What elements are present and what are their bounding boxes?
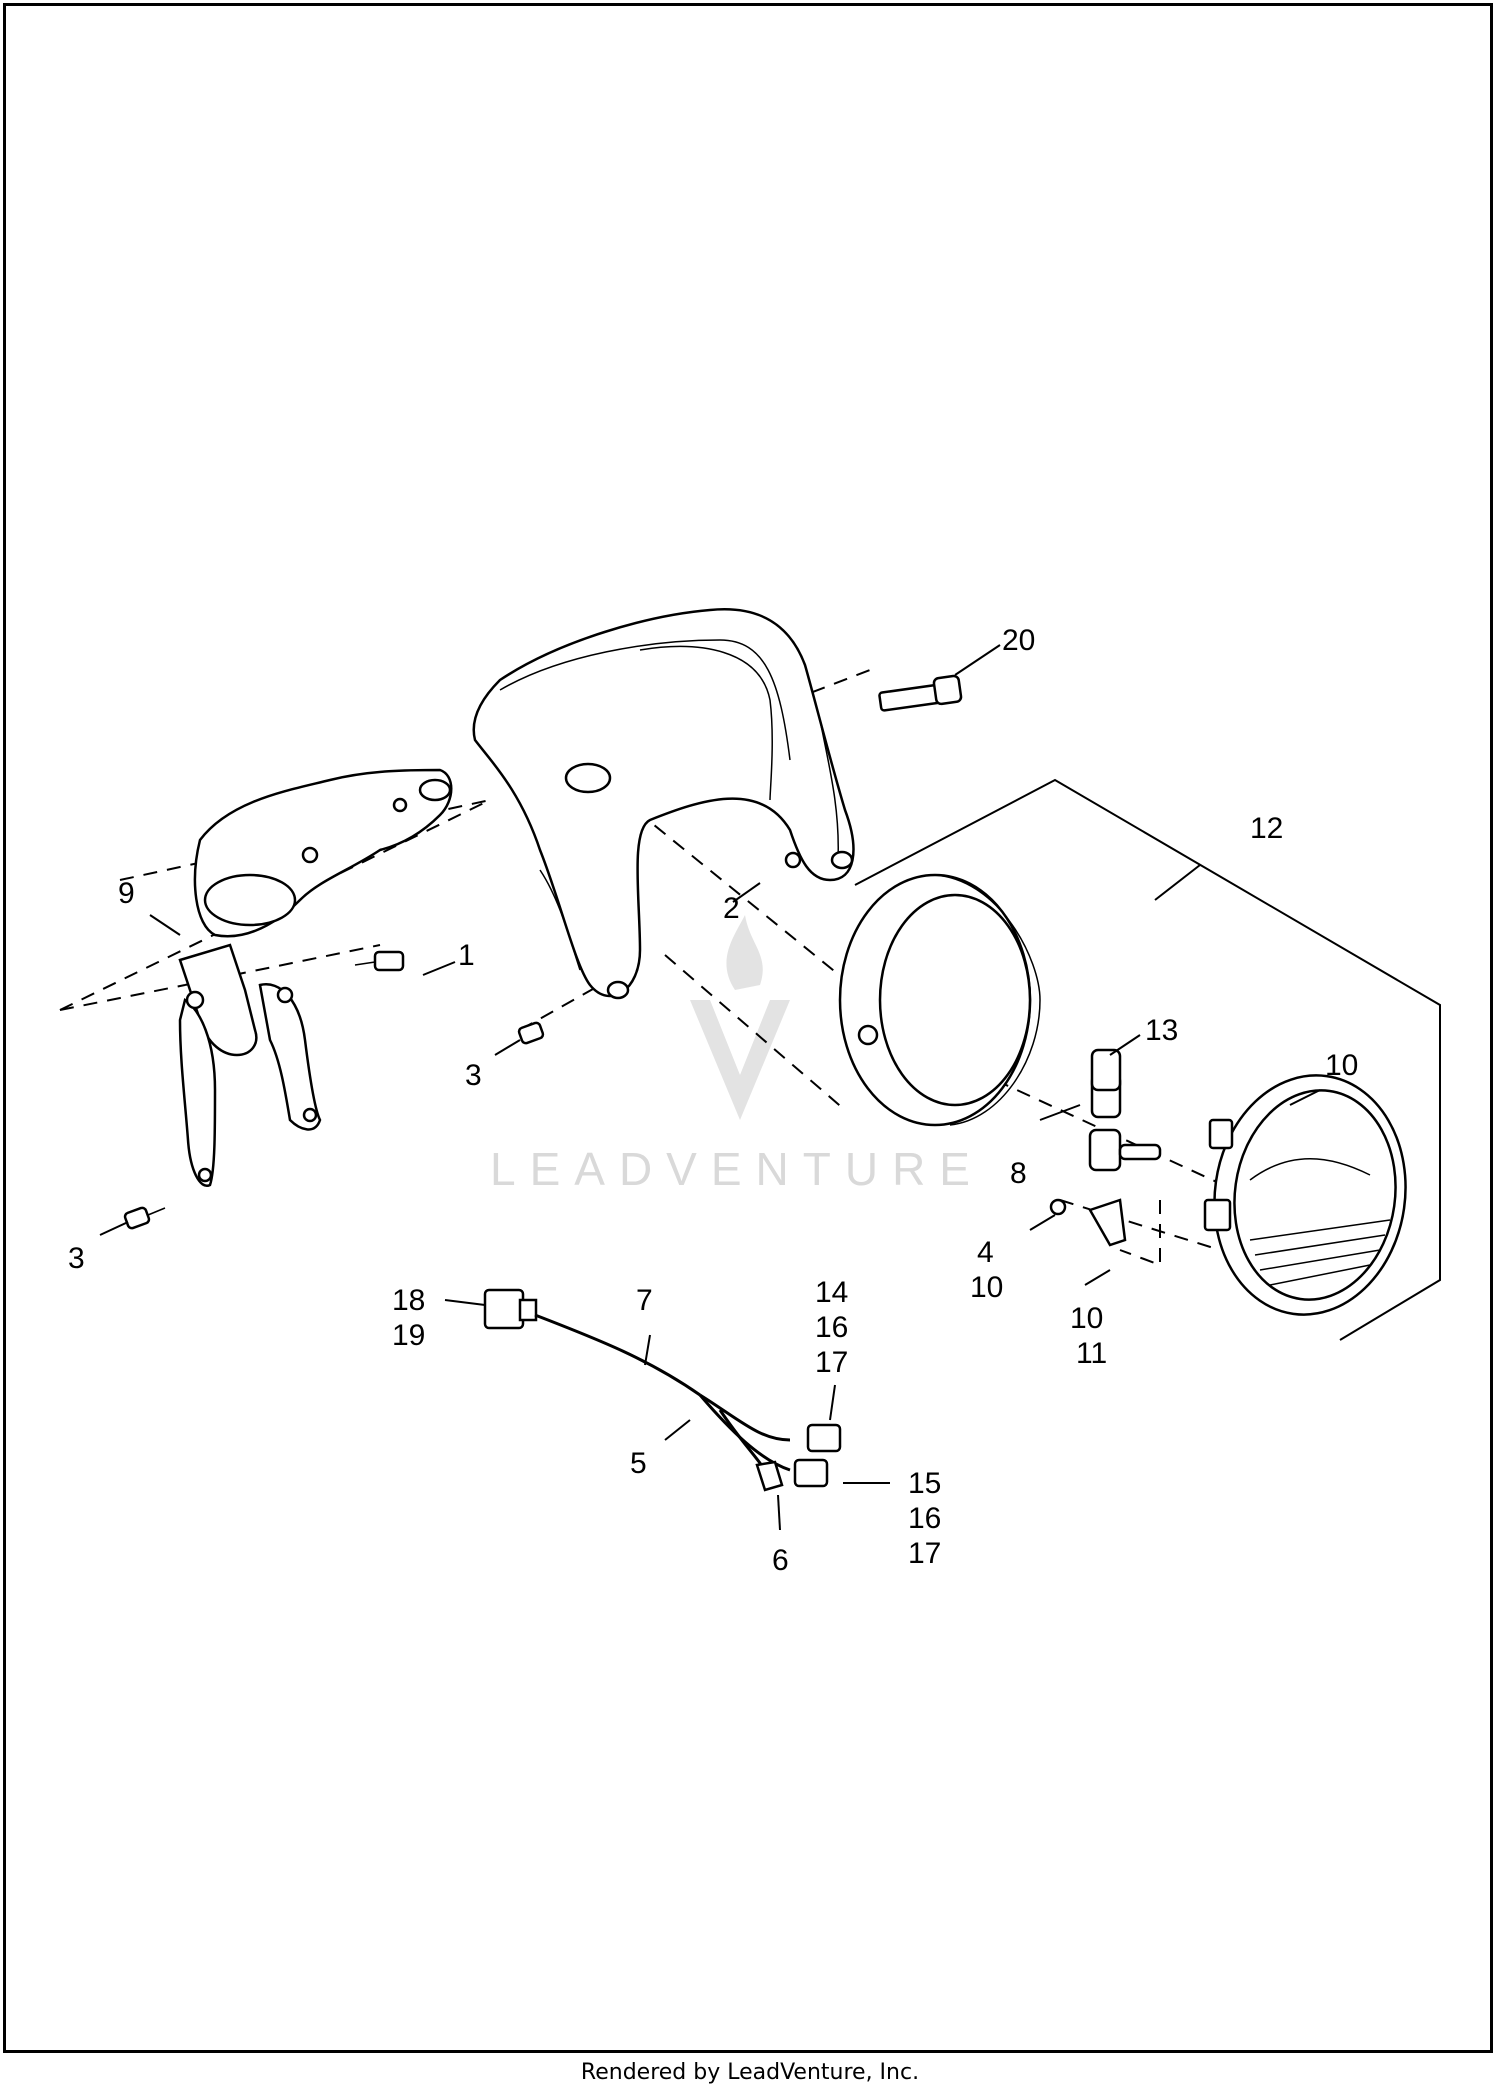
upper-fork-bracket bbox=[193, 768, 453, 938]
callout-16a: 16 bbox=[815, 1311, 848, 1344]
bulb-13-body bbox=[1090, 1048, 1122, 1092]
callout-17a: 17 bbox=[815, 1346, 848, 1379]
watermark-text: LEADVENTURE bbox=[490, 1143, 984, 1195]
mounting-clip bbox=[1088, 1198, 1127, 1247]
diagram-frame bbox=[3, 3, 1493, 2053]
render-credit: Rendered by LeadVenture, Inc. bbox=[580, 2060, 920, 2085]
callout-18: 18 bbox=[392, 1284, 425, 1317]
leader-lines bbox=[99, 644, 1321, 1531]
callout-20: 20 bbox=[1002, 624, 1035, 657]
lower-bracket bbox=[178, 943, 322, 1187]
callout-3b: 3 bbox=[68, 1242, 85, 1275]
callout-11: 11 bbox=[1076, 1337, 1107, 1370]
headlamp-unit bbox=[1203, 1074, 1407, 1316]
screw-1 bbox=[354, 950, 405, 972]
callout-2: 2 bbox=[723, 892, 740, 925]
screw-2 bbox=[784, 851, 802, 869]
callout-19: 19 bbox=[392, 1319, 425, 1352]
callout-5: 5 bbox=[630, 1447, 647, 1480]
callout-10c: 10 bbox=[1070, 1302, 1103, 1335]
callout-9: 9 bbox=[118, 877, 135, 910]
headlamp-nacelle bbox=[472, 608, 855, 1000]
screw-20 bbox=[878, 674, 963, 712]
callout-6: 6 bbox=[772, 1544, 789, 1577]
callout-12: 12 bbox=[1250, 812, 1283, 845]
callout-1: 1 bbox=[458, 939, 475, 972]
bulb-13 bbox=[1088, 1128, 1162, 1172]
callout-14: 14 bbox=[815, 1276, 848, 1309]
headlamp-assembly-bracket bbox=[854, 778, 1441, 1341]
callout-7: 7 bbox=[636, 1284, 653, 1317]
callout-labels: 20 12 2 1 9 3 3 13 10 8 4 10 10 11 18 19… bbox=[68, 624, 1358, 1577]
callout-13: 13 bbox=[1145, 1014, 1178, 1047]
callout-16b: 16 bbox=[908, 1502, 941, 1535]
headlamp-housing bbox=[838, 873, 1041, 1127]
screw-3-lower bbox=[123, 1206, 166, 1230]
callout-17b: 17 bbox=[908, 1537, 941, 1570]
callout-4: 4 bbox=[977, 1236, 994, 1269]
callout-10a: 10 bbox=[1325, 1049, 1358, 1082]
screw-4 bbox=[1049, 1198, 1067, 1216]
screw-3-upper bbox=[517, 1021, 545, 1045]
callout-8: 8 bbox=[1010, 1157, 1027, 1190]
watermark: LEADVENTURE bbox=[490, 915, 984, 1195]
callout-10b: 10 bbox=[970, 1271, 1003, 1304]
wiring-harness bbox=[483, 1288, 842, 1492]
callout-15: 15 bbox=[908, 1467, 941, 1500]
callout-3a: 3 bbox=[465, 1059, 482, 1092]
